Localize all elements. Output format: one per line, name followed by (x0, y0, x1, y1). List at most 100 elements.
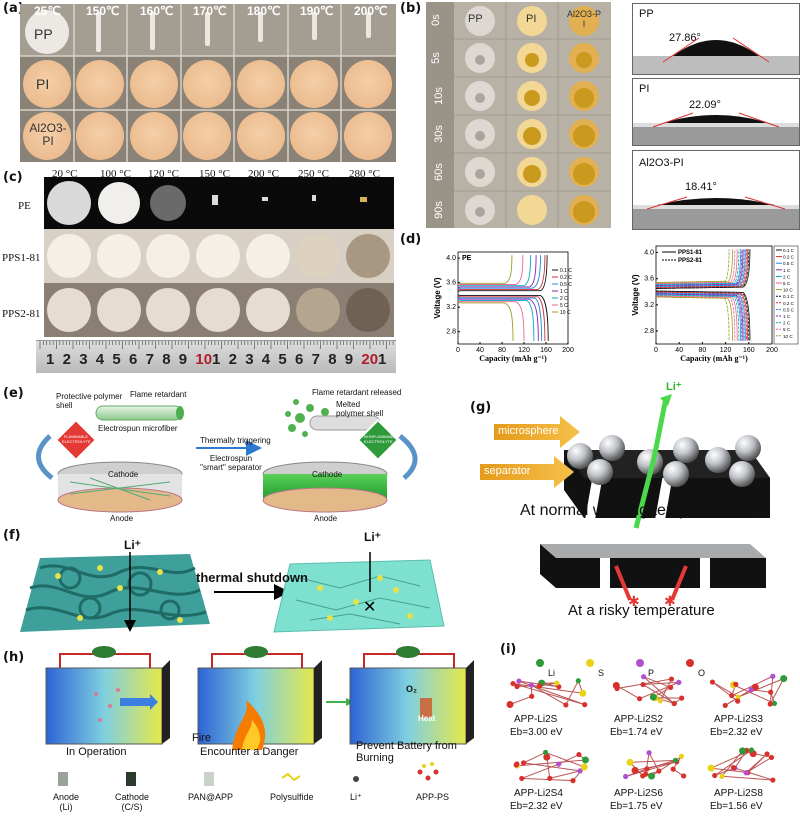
time-label: 60s (432, 163, 445, 181)
charge-curve (457, 255, 548, 292)
smart-separator-diagram (36, 399, 418, 513)
y-tick-label: 4.0 (446, 255, 456, 262)
discharge-curve (655, 291, 749, 341)
atom-legend-dot (686, 659, 694, 667)
legend-rate: 0.2 C (783, 255, 795, 260)
x-tick-label: 40 (675, 347, 683, 354)
atom-legend-label: Li (548, 668, 556, 678)
charge-curve (655, 249, 733, 283)
discharge-curve (655, 294, 740, 341)
temp-label: 100 °C (100, 168, 131, 180)
li-ion-left: Li⁺ (124, 538, 141, 552)
panel-a: (a) 25℃ (0, 0, 400, 165)
atom-legend-dot (586, 659, 594, 667)
caption-normal-temp: At normal working temperatures (520, 502, 747, 519)
o2-label: O₂ (406, 684, 417, 694)
discharge-curve (655, 296, 733, 341)
legend-rate: 5 C (783, 327, 791, 332)
ruler-number: 2 (228, 351, 237, 368)
x-tick-label: 120 (518, 347, 530, 354)
atom-legend-label: S (598, 668, 605, 678)
row-label-pe: PE (18, 200, 31, 212)
panel-d-label: (d) (400, 232, 422, 247)
x-tick-label: 80 (498, 347, 506, 354)
droplet-col-pi: PI (526, 13, 537, 25)
ruler-number: 7 (145, 351, 154, 368)
molecule-model (612, 674, 685, 707)
atom-legend-dot (536, 659, 544, 667)
charge-curve (457, 255, 524, 286)
legend-anode: Anode (Li) (52, 792, 80, 812)
panel-c-label: (c) (3, 170, 23, 185)
x-tick-label: 160 (743, 347, 755, 354)
li-ion-right: Li⁺ (364, 530, 381, 544)
discharge-curve (457, 299, 535, 341)
legend-rate: 5 C (783, 281, 791, 286)
panel-f: (f) ✕ thermal shutdown Li⁺ Li⁺ (0, 528, 450, 638)
label-thermal-trigger: Thermally triggering (200, 436, 271, 445)
discharge-curve (457, 300, 525, 341)
molecule-model (506, 678, 588, 708)
label-cathode-right: Cathode (312, 470, 343, 479)
time-label: 30s (432, 125, 445, 143)
binding-energy: Eb=1.75 eV (610, 801, 663, 812)
contact-angle-pp: PP 27.86° (632, 3, 800, 75)
discharge-curve (457, 294, 549, 341)
plot-frame (457, 251, 569, 345)
legend-series: PPS1-81 (678, 250, 703, 256)
panel-c-photo (44, 177, 394, 337)
stage-in-operation: In Operation (66, 746, 127, 758)
ruler-number: 1 (378, 351, 387, 368)
charge-curve (457, 255, 541, 290)
panel-a-photo (20, 4, 396, 162)
discharge-curve (655, 293, 744, 341)
fire-label: Fire (192, 732, 211, 744)
binding-energy: Eb=1.74 eV (610, 727, 663, 738)
temp-label: 150 °C (199, 168, 230, 180)
atom-legend-label: P (648, 668, 655, 678)
legend-rate: 0.1 C (783, 294, 795, 299)
panel-f-label: (f) (3, 528, 21, 543)
legend-rate: 0.5 C (783, 261, 795, 266)
y-tick-label: 3.6 (446, 280, 456, 287)
x-tick-label: 200 (562, 347, 574, 354)
label-anode-right: Anode (314, 514, 338, 523)
caption-risky-temp: At a risky temperature (568, 602, 715, 619)
label-microfiber: Electrospun microfiber (98, 424, 178, 433)
structure-name: APP-Li2S (514, 714, 558, 725)
row-label-pps1: PPS1-81 (2, 252, 41, 264)
row-label-pps2: PPS2-81 (2, 308, 41, 320)
pp-disc-25 (25, 10, 69, 54)
legend-cathode: Cathode (C/S) (114, 792, 150, 812)
tag-separator: separator (484, 465, 531, 477)
x-tick-label: 40 (476, 347, 484, 354)
label-fr-released: Flame retardant released (312, 388, 402, 397)
ruler-number: 4 (95, 351, 105, 368)
molecule-model (709, 673, 788, 709)
panel-b-label: (b) (400, 1, 422, 16)
stage-prevent-burning: Prevent Battery from Burning (356, 740, 457, 764)
arrow-thermal-shutdown: thermal shutdown (196, 570, 308, 585)
structure-name: APP-Li2S4 (514, 788, 563, 799)
atom-legend-dot (636, 659, 644, 667)
panel-i-label: (i) (500, 642, 517, 657)
legend-rate: 10 C (783, 288, 793, 293)
ruler-number: 8 (328, 351, 337, 368)
charge-curve (457, 255, 546, 291)
ruler-number: 4 (261, 351, 271, 368)
binding-energy: Eb=1.56 eV (710, 801, 763, 812)
panel-e: (e) Protective polymer shell Flame retar… (0, 378, 450, 528)
charge-curve (655, 249, 751, 289)
time-label: 0s (429, 14, 442, 26)
time-label: 10s (432, 87, 445, 105)
angle-value: 27.86° (669, 32, 701, 44)
structure-name: APP-Li2S8 (714, 788, 763, 799)
discharge-curve (457, 296, 543, 341)
legend-rate: 10 C (783, 334, 793, 339)
